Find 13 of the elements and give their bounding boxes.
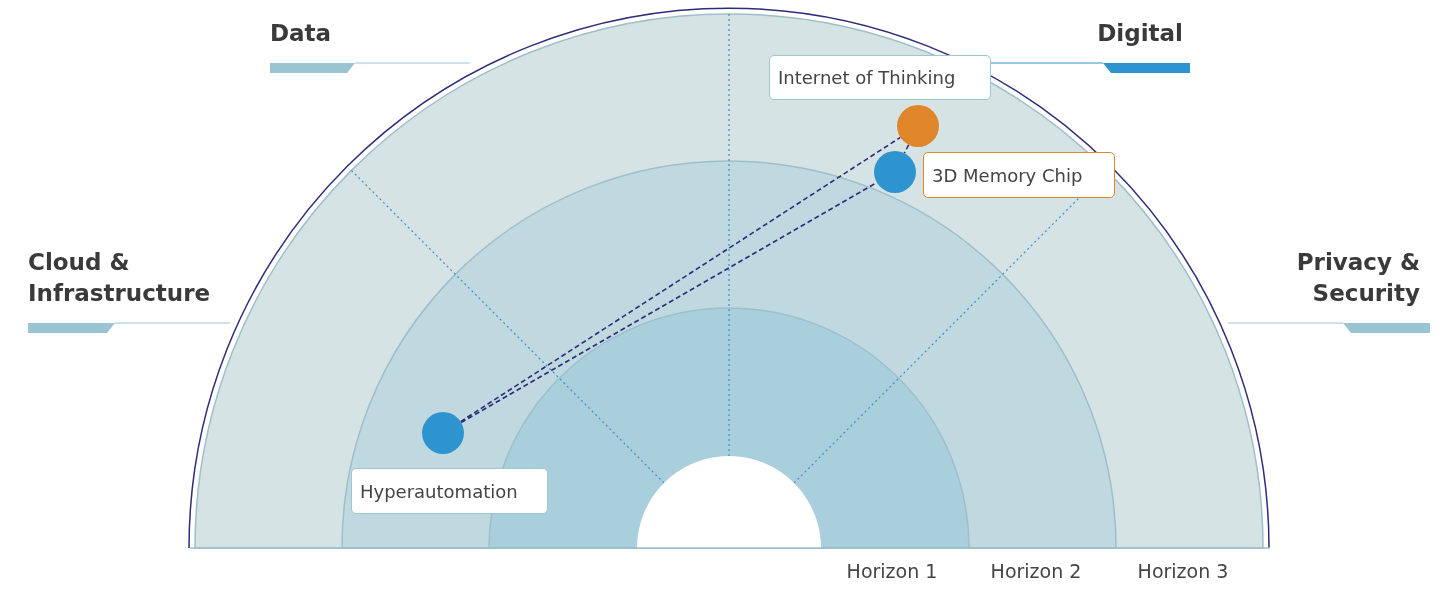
- category-heading: Cloud & Infrastructure: [28, 248, 212, 308]
- category-heading: Privacy & Security: [1295, 248, 1420, 308]
- horizon-label: Horizon 2: [989, 560, 1083, 582]
- horizon-label: Horizon 3: [1136, 560, 1230, 582]
- technology-label: 3D Memory Chip: [923, 152, 1115, 198]
- connector-line: [459, 136, 902, 423]
- horizon-label: Horizon 1: [845, 560, 939, 582]
- technology-label: Internet of Thinking: [769, 55, 991, 100]
- technology-label: Hyperautomation: [351, 468, 548, 514]
- connector-line: [460, 181, 878, 424]
- connector-line: [903, 144, 910, 154]
- category-heading: Digital: [1096, 19, 1183, 48]
- category-heading: Data: [270, 19, 333, 48]
